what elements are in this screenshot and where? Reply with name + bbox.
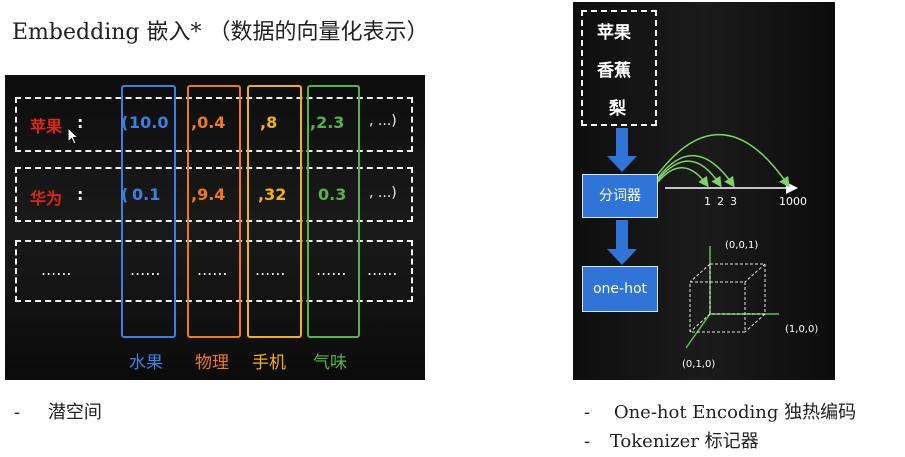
axis-tick: 3 bbox=[730, 195, 737, 208]
column-box-fruit bbox=[121, 85, 176, 338]
row-bracket: ( bbox=[121, 113, 129, 132]
column-label-physics: 物理 bbox=[195, 353, 229, 373]
cell-fruit: 10.0 bbox=[129, 113, 169, 132]
cell-phone: ...... bbox=[255, 260, 286, 279]
cell-phone: ,8 bbox=[260, 113, 278, 132]
cell-fruit: ...... bbox=[130, 260, 161, 279]
latent-space-label: 潜空间 bbox=[47, 402, 102, 423]
row-bracket: ( bbox=[121, 185, 129, 204]
onehot-box: one-hot bbox=[582, 266, 658, 312]
cell-smell: ,2.3 bbox=[310, 113, 345, 132]
cell-more: ...... bbox=[367, 260, 398, 279]
axis-tick: 1000 bbox=[779, 195, 807, 208]
tokenizer-box: 分词器 bbox=[582, 174, 658, 218]
column-label-phone: 手机 bbox=[252, 353, 286, 373]
onehot-diagram bbox=[607, 128, 798, 349]
latent-space-caption: - 潜空间 bbox=[14, 398, 102, 424]
bullet-dash: - bbox=[14, 402, 21, 423]
row-colon: : bbox=[77, 185, 84, 204]
row-box-apple bbox=[15, 97, 413, 152]
mapping-arc bbox=[657, 160, 722, 188]
row-word-more: ...... bbox=[41, 260, 72, 279]
cell-fruit: 0.1 bbox=[132, 185, 161, 204]
bullet-dash: - bbox=[584, 402, 591, 423]
cell-more: , ...) bbox=[369, 113, 397, 129]
onehot-panel: 苹果 香蕉 梨 分词器 one-hot 1 2 3 1000 (0,0,1) (… bbox=[573, 2, 835, 380]
cube-label: (0,0,1) bbox=[725, 240, 759, 251]
cell-more: , ...) bbox=[369, 185, 397, 201]
cell-physics: ...... bbox=[197, 260, 228, 279]
mapping-arc bbox=[657, 167, 709, 188]
bullet-text: One-hot Encoding 独热编码 bbox=[613, 402, 857, 423]
row-word-huawei: 华为 bbox=[30, 189, 63, 208]
cube-label: (1,0,0) bbox=[785, 324, 819, 335]
cursor-icon bbox=[67, 127, 79, 145]
axis-tick: 2 bbox=[717, 195, 724, 208]
column-label-smell: 气味 bbox=[313, 353, 347, 373]
word-line: 香蕉 bbox=[597, 61, 631, 81]
page-title: Embedding 嵌入* （数据的向量化表示） bbox=[12, 20, 429, 45]
row-word-apple: 苹果 bbox=[30, 117, 63, 136]
row-box-huawei bbox=[15, 167, 413, 222]
embedding-table-panel: 苹果 : ( 10.0 ,0.4 ,8 ,2.3 , ...) 华为 : ( 0… bbox=[5, 75, 425, 380]
mapping-arc bbox=[657, 154, 735, 188]
cell-physics: ,9.4 bbox=[191, 185, 226, 204]
unit-cube bbox=[689, 263, 766, 333]
y-axis bbox=[685, 313, 711, 349]
column-box-smell bbox=[307, 85, 360, 338]
cell-phone: ,32 bbox=[258, 185, 287, 204]
column-box-phone bbox=[247, 85, 302, 338]
row-box-more bbox=[15, 240, 413, 302]
column-label-fruit: 水果 bbox=[129, 353, 163, 373]
cube-label: (0,1,0) bbox=[682, 359, 716, 370]
flow-arrow-1 bbox=[607, 128, 637, 172]
bullet-tokenizer: - Tokenizer 标记器 bbox=[584, 427, 759, 453]
mapping-arc bbox=[657, 134, 790, 188]
bullet-text: Tokenizer 标记器 bbox=[609, 431, 759, 452]
cell-smell: 0.3 bbox=[318, 185, 347, 204]
bullet-dash: - bbox=[584, 431, 591, 452]
flow-arrow-2 bbox=[607, 220, 637, 265]
axis-tick: 1 bbox=[704, 195, 711, 208]
cell-physics: ,0.4 bbox=[191, 113, 226, 132]
row-colon: : bbox=[77, 113, 84, 132]
column-box-physics bbox=[187, 85, 241, 338]
cell-smell: ...... bbox=[316, 260, 347, 279]
bullet-onehot: - One-hot Encoding 独热编码 bbox=[584, 398, 856, 424]
word-list-box bbox=[581, 10, 657, 126]
word-line: 梨 bbox=[609, 99, 626, 119]
word-line: 苹果 bbox=[597, 23, 631, 43]
